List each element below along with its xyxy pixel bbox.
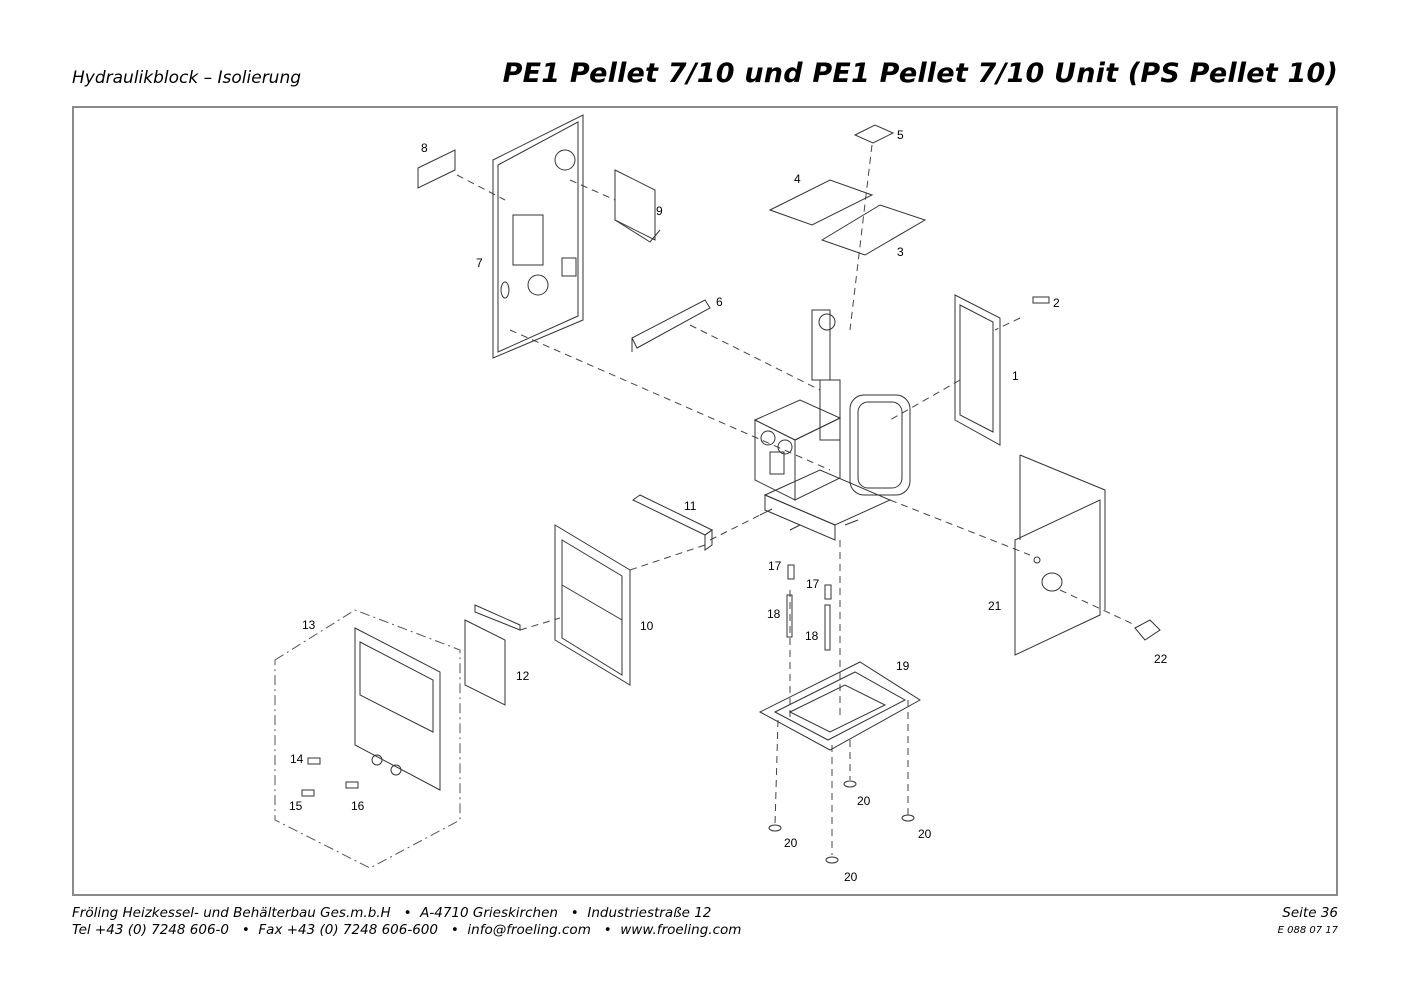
part-label-14: 14: [290, 752, 304, 766]
part-label-3: 3: [897, 245, 904, 259]
part-label-20b: 20: [918, 827, 932, 841]
part-label-13: 13: [302, 618, 316, 632]
part-label-22: 22: [1154, 652, 1168, 666]
part-label-1: 1: [1012, 369, 1019, 383]
page-number: Seite 36: [1282, 905, 1338, 921]
part-label-18b: 18: [805, 629, 819, 643]
part-label-18a: 18: [767, 607, 781, 621]
footer-contact: Tel +43 (0) 7248 606-0 • Fax +43 (0) 724…: [72, 922, 742, 938]
part-label-21: 21: [988, 599, 1002, 613]
part-label-20d: 20: [844, 870, 858, 884]
part-label-10: 10: [640, 619, 654, 633]
page-title: PE1 Pellet 7/10 und PE1 Pellet 7/10 Unit…: [502, 58, 1338, 89]
part-label-4: 4: [794, 172, 801, 186]
part-label-17b: 17: [806, 577, 820, 591]
part-label-6: 6: [716, 295, 723, 309]
drawing-frame: [72, 106, 1338, 896]
part-label-20c: 20: [784, 836, 798, 850]
part-label-20a: 20: [857, 794, 871, 808]
part-label-2: 2: [1053, 296, 1060, 310]
part-label-19: 19: [896, 659, 910, 673]
part-label-7: 7: [476, 256, 483, 270]
part-label-5: 5: [897, 128, 904, 142]
part-labels: 1 2 3 4 5 6 7 8 9 10 11 12 13 14 15 16 1…: [289, 128, 1168, 884]
section-title: Hydraulikblock – Isolierung: [72, 68, 302, 88]
part-label-8: 8: [421, 141, 428, 155]
part-label-17a: 17: [768, 559, 782, 573]
footer-company: Fröling Heizkessel- und Behälterbau Ges.…: [72, 905, 712, 921]
part-label-12: 12: [516, 669, 530, 683]
document-number: E 088 07 17: [1277, 925, 1338, 936]
part-label-11: 11: [684, 499, 697, 513]
part-label-9: 9: [656, 204, 663, 218]
part-label-15: 15: [289, 799, 303, 813]
part-label-16: 16: [351, 799, 365, 813]
